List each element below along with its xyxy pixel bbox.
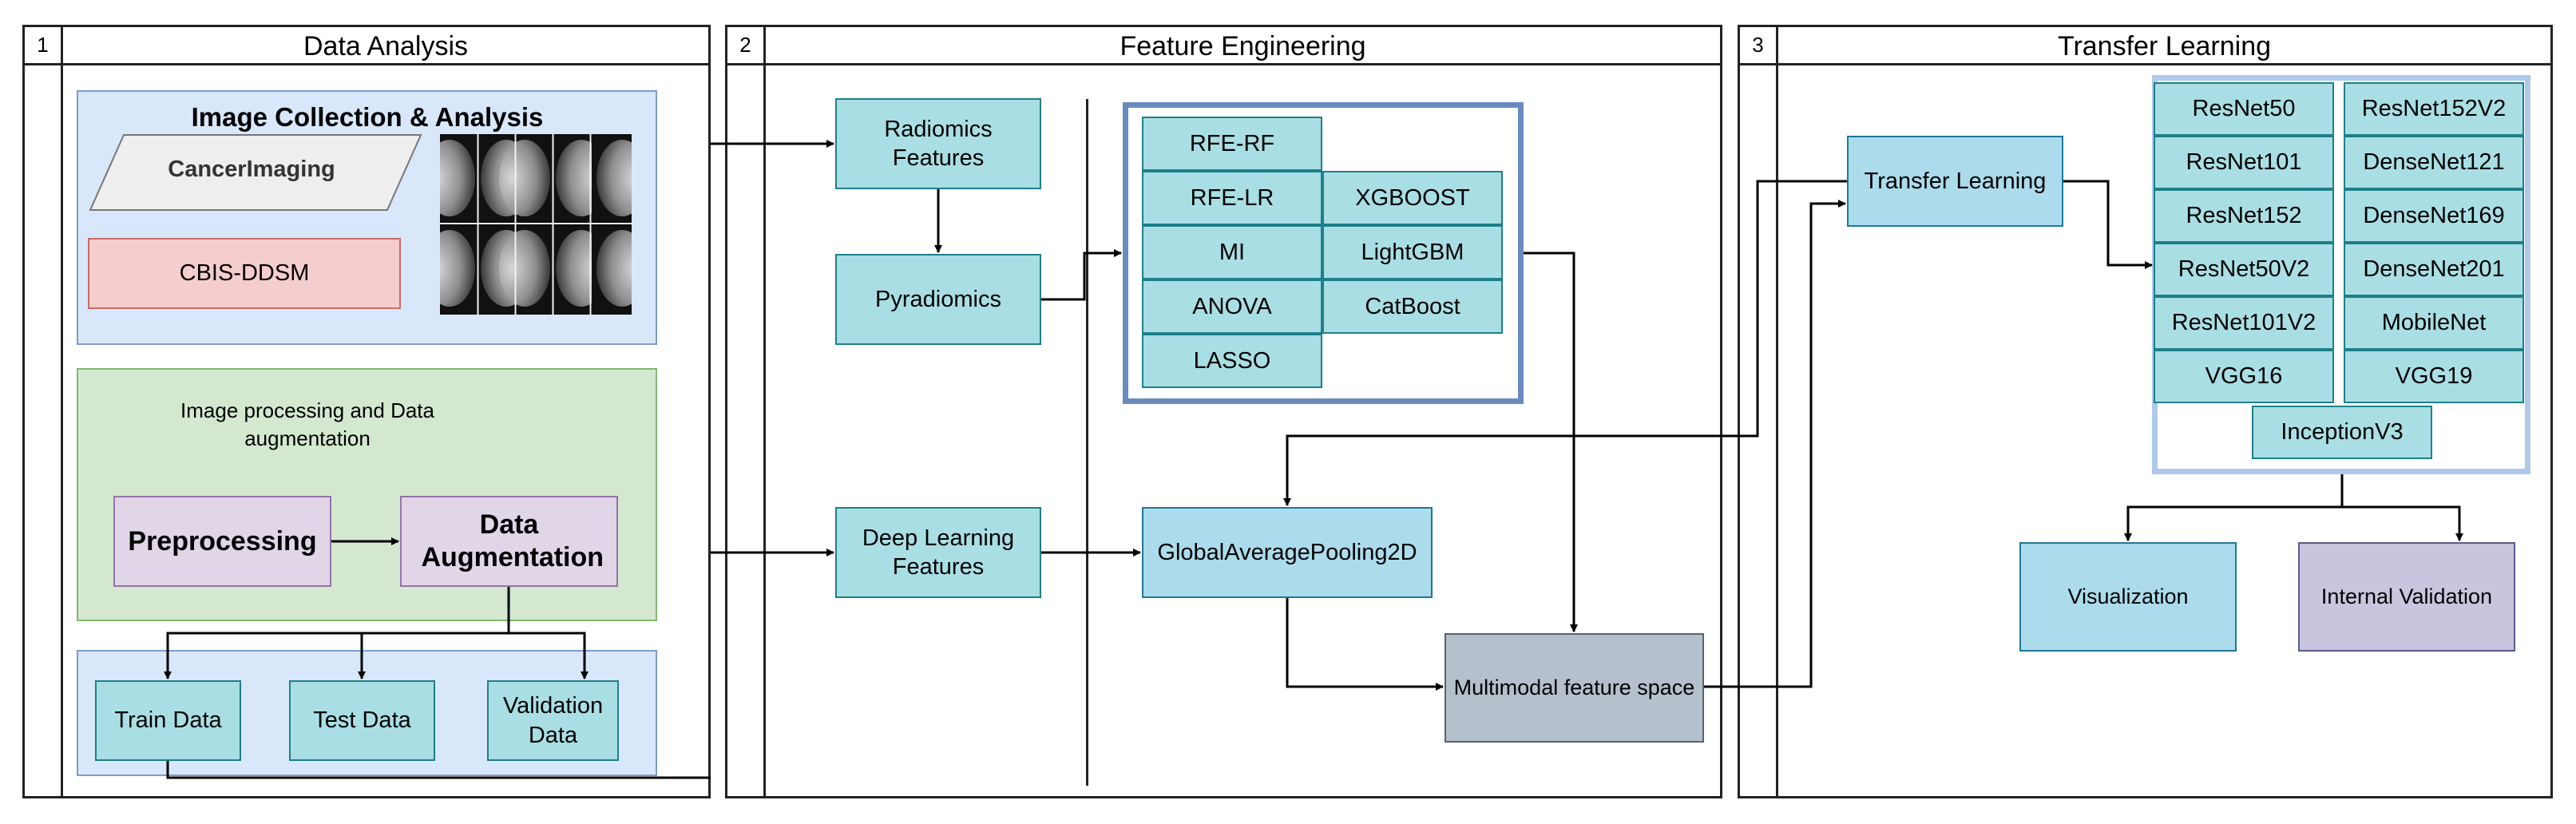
validation-data-box: Validation Data bbox=[487, 680, 619, 761]
visualization-box: Visualization bbox=[2019, 542, 2237, 652]
radiomics-features-box: Radiomics Features bbox=[835, 98, 1041, 189]
mammogram-image-grid bbox=[440, 134, 632, 315]
arrow-models-to-outputs bbox=[2124, 474, 2344, 541]
panel-swimlane-rule bbox=[763, 63, 766, 796]
arrow-selectors-to-multimodal bbox=[1524, 252, 1578, 632]
dataset-label: CBIS-DDSM bbox=[179, 260, 310, 286]
internal-validation-box: Internal Validation bbox=[2298, 542, 2515, 652]
model-resnet101v2: ResNet101V2 bbox=[2154, 296, 2334, 350]
model-densenet121: DenseNet121 bbox=[2344, 136, 2524, 189]
selector-xgboost: XGBOOST bbox=[1322, 171, 1503, 225]
multimodal-feature-space-box: Multimodal feature space bbox=[1445, 633, 1704, 743]
panel-title: Feature Engineering bbox=[1120, 30, 1366, 61]
arrow-split-validation bbox=[509, 632, 589, 679]
selector-mi: MI bbox=[1142, 225, 1322, 279]
selector-lasso: LASSO bbox=[1142, 334, 1322, 388]
panel-title: Transfer Learning bbox=[2057, 30, 2272, 61]
selector-rfe-rf: RFE-RF bbox=[1142, 117, 1322, 171]
data-augmentation-box: Data Augmentation bbox=[400, 496, 618, 587]
cancer-imaging-shape bbox=[89, 134, 422, 211]
panel-number: 1 bbox=[25, 27, 63, 65]
arrow-pooling-to-multimodal bbox=[1286, 598, 1444, 691]
model-resnet50: ResNet50 bbox=[2154, 82, 2334, 136]
arrow-multimodal-to-transfer bbox=[1704, 200, 1846, 688]
model-vgg16: VGG16 bbox=[2154, 350, 2334, 403]
arrow-augmentation-to-splits bbox=[164, 587, 510, 679]
arrow-pyradiomics-to-selectors bbox=[1041, 249, 1122, 301]
deep-learning-features-box: Deep Learning Features bbox=[835, 507, 1041, 598]
train-data-box: Train Data bbox=[95, 680, 241, 761]
pyradiomics-box: Pyradiomics bbox=[835, 254, 1041, 345]
panel-header-line bbox=[1778, 63, 2550, 65]
arrow-models-to-validation bbox=[2342, 505, 2463, 541]
data-augmentation-label: Data Augmentation bbox=[421, 509, 604, 572]
transfer-learning-box: Transfer Learning bbox=[1847, 136, 2063, 227]
model-inceptionv3: InceptionV3 bbox=[2252, 406, 2432, 459]
preprocessing-label: Preprocessing bbox=[128, 525, 317, 557]
panel-header-line bbox=[63, 63, 708, 65]
model-resnet152: ResNet152 bbox=[2154, 189, 2334, 243]
image-processing-title: Image processing and Data augmentation bbox=[180, 398, 434, 451]
panel-swimlane-rule bbox=[1776, 63, 1778, 796]
panel-title: Data Analysis bbox=[303, 30, 468, 61]
image-collection-title: Image Collection & Analysis bbox=[191, 102, 544, 132]
cancer-imaging-label: CancerImaging bbox=[168, 156, 335, 182]
preprocessing-box: Preprocessing bbox=[113, 496, 331, 587]
model-vgg19: VGG19 bbox=[2344, 350, 2524, 403]
model-resnet152v2: ResNet152V2 bbox=[2344, 82, 2524, 136]
feature-divider-line bbox=[1086, 99, 1088, 786]
model-densenet169: DenseNet169 bbox=[2344, 189, 2524, 243]
selector-rfe-lr: RFE-LR bbox=[1142, 171, 1322, 225]
model-resnet101: ResNet101 bbox=[2154, 136, 2334, 189]
model-resnet50v2: ResNet50V2 bbox=[2154, 243, 2334, 296]
panel-number: 2 bbox=[727, 27, 766, 65]
model-densenet201: DenseNet201 bbox=[2344, 243, 2524, 296]
panel-swimlane-rule bbox=[61, 63, 63, 796]
dataset-box: CBIS-DDSM bbox=[88, 238, 401, 309]
line-train-to-panel-edge bbox=[166, 761, 711, 779]
arrow-transfer-to-models bbox=[2063, 180, 2153, 269]
global-average-pooling-box: GlobalAveragePooling2D bbox=[1142, 507, 1433, 598]
model-mobilenet: MobileNet bbox=[2344, 296, 2524, 350]
arrow-transfer-to-pooling bbox=[1283, 180, 1847, 506]
selector-lightgbm: LightGBM bbox=[1322, 225, 1503, 279]
selector-catboost: CatBoost bbox=[1322, 279, 1503, 334]
feature-selection-group bbox=[1123, 102, 1524, 404]
selector-anova: ANOVA bbox=[1142, 279, 1322, 334]
test-data-box: Test Data bbox=[289, 680, 435, 761]
panel-header-line bbox=[766, 63, 1720, 65]
panel-number: 3 bbox=[1740, 27, 1778, 65]
